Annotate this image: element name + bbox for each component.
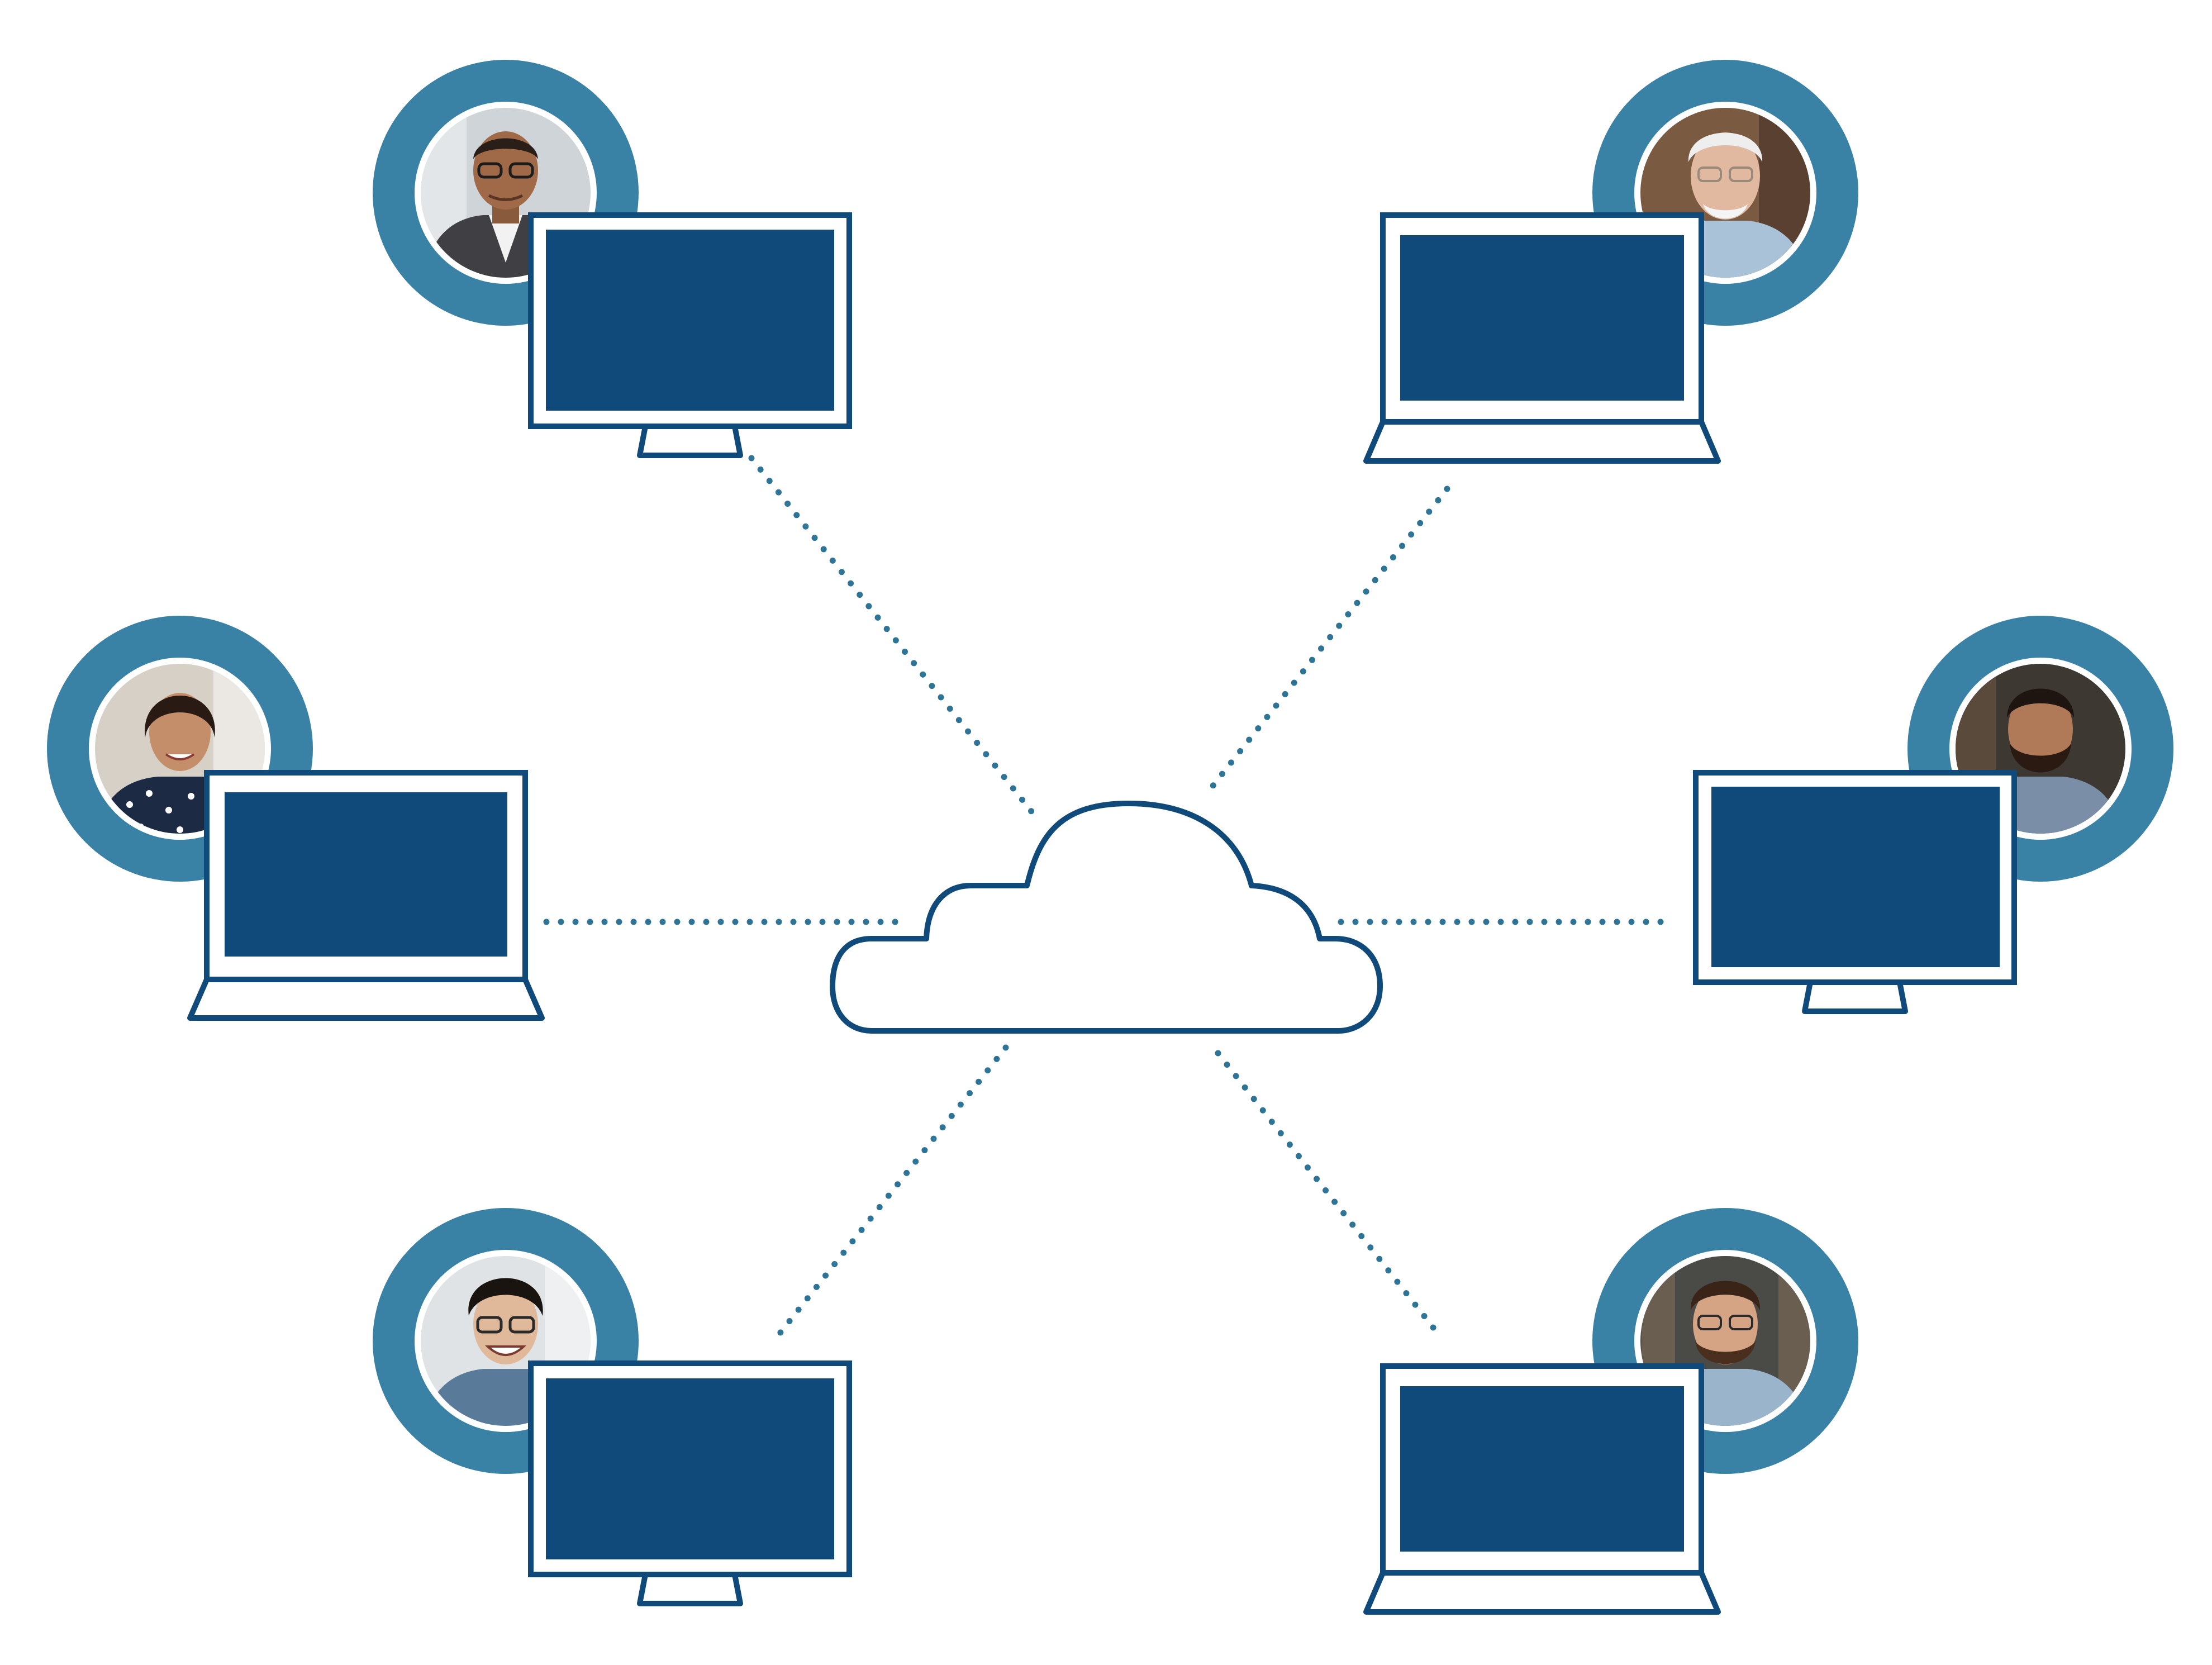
node-middle-left — [47, 616, 545, 1021]
connector-lines — [543, 455, 1674, 1344]
laptop-icon — [1363, 212, 1721, 464]
node-bottom-right — [1363, 1208, 1858, 1615]
connector-top-left — [748, 455, 1043, 825]
desktop-monitor-icon — [1693, 770, 2017, 1014]
connector-bottom-left — [770, 1044, 1009, 1344]
desktop-monitor-icon — [528, 1360, 852, 1606]
node-top-left — [373, 60, 852, 458]
cloud-icon — [830, 801, 1383, 1034]
desktop-monitor-icon — [528, 212, 852, 458]
connector-bottom-right — [1215, 1050, 1445, 1341]
node-bottom-left — [373, 1208, 852, 1606]
node-top-right — [1363, 60, 1858, 464]
laptop-icon — [1363, 1363, 1721, 1615]
person-avatar — [1956, 664, 2125, 834]
laptop-icon — [187, 770, 545, 1021]
node-middle-right — [1693, 616, 2173, 1014]
